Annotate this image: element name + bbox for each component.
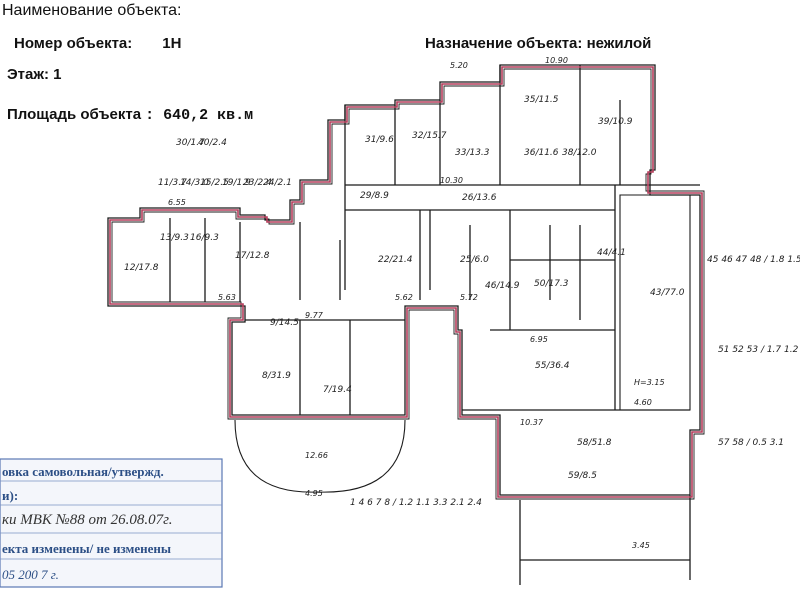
room-label: 16/9.3 xyxy=(190,233,219,243)
room-label: 12/17.8 xyxy=(124,263,159,273)
room-labels: 30/1.7 40/2.4 11/3.7 14/3.0 15/2.5 19/1.… xyxy=(124,95,685,481)
room-label: 24/2.1 xyxy=(263,178,292,188)
dimension-label: 3.45 xyxy=(632,541,650,550)
dimension-label: 6.55 xyxy=(168,198,186,207)
dimension-label: 10.30 xyxy=(440,176,463,185)
floor-label: Этаж: 1 xyxy=(7,66,62,83)
room-label: 38/12.0 xyxy=(562,148,597,158)
stamp-line-1: овка самовольная/утвержд. xyxy=(2,464,164,479)
legend-list: 51 52 53 / 1.7 1.2 2.2 xyxy=(718,345,800,355)
room-label: 26/13.6 xyxy=(462,193,497,203)
room-label: 40/2.4 xyxy=(198,138,227,148)
room-label: 30/1.7 xyxy=(176,138,205,148)
dimension-label: 4.60 xyxy=(634,398,652,407)
room-label: 58/51.8 xyxy=(577,438,612,448)
room-label: 32/15.7 xyxy=(412,131,447,141)
object-area-value: : 640,2 кв.м xyxy=(145,107,254,124)
object-number-label: Номер объекта: xyxy=(14,35,133,52)
room-label: 14/3.0 xyxy=(180,178,209,188)
dimension-label: 12.66 xyxy=(305,451,328,460)
room-label: 23/2.4 xyxy=(243,178,272,188)
room-label: 17/12.8 xyxy=(235,251,270,261)
room-label: 8/31.9 xyxy=(262,371,291,381)
dimension-label: 10.37 xyxy=(520,418,544,427)
room-label: 43/77.0 xyxy=(650,288,685,298)
stamp-frame xyxy=(0,458,223,588)
object-number-value: 1Н xyxy=(162,35,182,52)
room-label: 22/21.4 xyxy=(378,255,413,265)
legend-list: 57 58 / 0.5 3.1 xyxy=(718,438,784,448)
room-label: 39/10.9 xyxy=(598,117,633,127)
dimension-label: 5.20 xyxy=(450,61,468,70)
dimension-labels: 5.20 10.90 6.55 5.63 9.77 5.62 5.72 10.3… xyxy=(168,56,665,550)
room-label: 44/4.1 xyxy=(597,248,626,258)
dimension-label: 6.95 xyxy=(530,335,548,344)
dimension-label: 5.62 xyxy=(395,293,413,302)
dimension-label: 5.63 xyxy=(218,293,236,302)
room-label: 19/1.9 xyxy=(222,178,251,188)
room-label: 25/6.0 xyxy=(460,255,489,265)
room-label: 55/36.4 xyxy=(535,361,570,371)
room-label: 29/8.9 xyxy=(360,191,389,201)
stamp-line-2: и): xyxy=(2,488,19,503)
wall-outline xyxy=(107,64,705,585)
dimension-label: 9.77 xyxy=(305,311,324,320)
room-label: 7/19.4 xyxy=(323,385,352,395)
dimension-label: 4.95 xyxy=(305,489,323,498)
dimension-label: 5.72 xyxy=(460,293,478,302)
object-purpose-label: Назначение объекта: xyxy=(425,35,583,52)
room-label: 11/3.7 xyxy=(158,178,187,188)
dimension-label: H=3.15 xyxy=(634,378,665,387)
room-label: 59/8.5 xyxy=(568,471,597,481)
stamp-line-3: ки МВК №88 от 26.08.07г. xyxy=(2,512,173,528)
dimension-label: 10.90 xyxy=(545,56,568,65)
object-area-row: Площадь объекта: 640,2 кв.м xyxy=(7,106,253,124)
room-label: 36/11.6 xyxy=(524,148,559,158)
plan-boundary-line xyxy=(109,66,703,498)
room-label: 15/2.5 xyxy=(200,178,229,188)
room-label: 50/17.3 xyxy=(534,279,569,289)
room-label: 9/14.5 xyxy=(270,318,299,328)
room-label: 33/13.3 xyxy=(455,148,490,158)
room-label: 31/9.6 xyxy=(365,135,394,145)
room-label: 46/14.9 xyxy=(485,281,520,291)
approval-stamp: овка самовольная/утвержд. и): ки МВК №88… xyxy=(0,455,232,590)
object-area-label: Площадь объекта xyxy=(7,106,142,123)
stamp-line-4: екта изменены/ не изменены xyxy=(2,541,172,556)
room-legend-lists: 1 4 6 7 8 / 1.2 1.1 3.3 2.1 2.4 45 46 47… xyxy=(350,255,800,508)
room-label: 35/11.5 xyxy=(524,95,559,105)
object-number-row: Номер объекта: 1Н xyxy=(14,35,181,52)
object-purpose-value: нежилой xyxy=(586,35,652,52)
object-name-label: Наименование объекта: xyxy=(2,2,182,19)
room-label: 13/9.3 xyxy=(160,233,189,243)
stamp-line-5: 05 200 7 г. xyxy=(2,567,59,582)
object-purpose-row: Назначение объекта: нежилой xyxy=(425,35,651,52)
legend-list: 45 46 47 48 / 1.8 1.5 1.9 1.9 xyxy=(707,255,800,265)
legend-list: 1 4 6 7 8 / 1.2 1.1 3.3 2.1 2.4 xyxy=(350,498,482,508)
